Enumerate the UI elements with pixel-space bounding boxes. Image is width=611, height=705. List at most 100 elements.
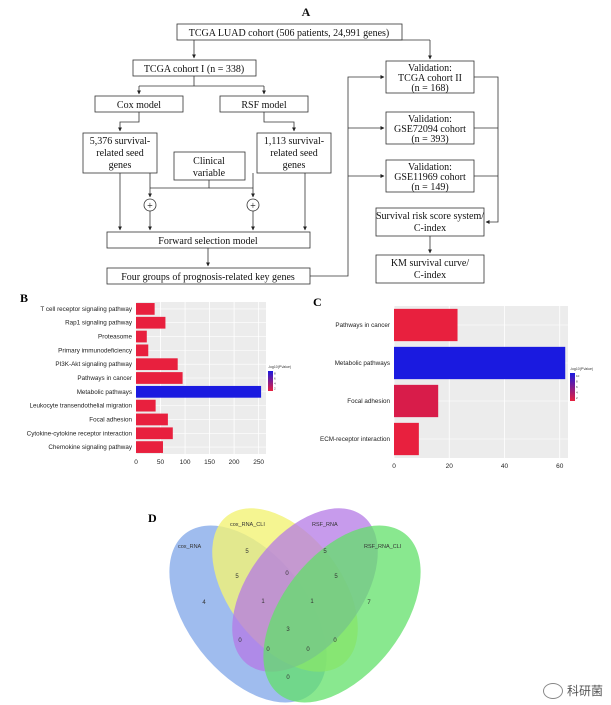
venn-region-value: 0 [306, 647, 310, 653]
legend-tick: 2 [274, 387, 276, 391]
panel-b-bars [136, 303, 262, 453]
panel-b-x-tick: 200 [229, 459, 240, 466]
panel-b-category-label: T cell receptor signaling pathway [40, 306, 132, 313]
panel-a-flowchart: A [82, 5, 499, 285]
text-seed-cox-2: related seed [96, 148, 143, 159]
panel-b-category-label: Primary immunodeficiency [58, 347, 133, 354]
venn-region-value: 1 [261, 599, 265, 605]
panel-c-x-tick: 20 [446, 463, 454, 470]
panel-c-legend-bar [570, 373, 575, 401]
text-plus-right: + [250, 201, 256, 212]
panel-c-x-tick: 40 [501, 463, 509, 470]
box-val3 [385, 159, 475, 193]
box-km [375, 254, 485, 284]
panel-b-bar [136, 316, 166, 329]
text-seed-cox-1: 5,376 survival- [90, 136, 151, 147]
text-plus-left: + [147, 201, 153, 212]
venn-region-value: 0 [333, 638, 337, 644]
panel-c-category-label: Pathways in cancer [335, 322, 390, 329]
panel-b-x-tick: 150 [204, 459, 215, 466]
panel-c-category-label: ECM-receptor interaction [320, 436, 390, 443]
venn-label-cox-rna: cox_RNA [178, 544, 202, 550]
legend-tick: 8 [576, 379, 578, 383]
venn-region-value: 7 [367, 600, 371, 606]
text-four-groups: Four groups of prognosis-related key gen… [121, 272, 295, 283]
panel-b-legend-bar [268, 371, 273, 391]
panel-a-label: A [302, 5, 311, 19]
panel-b-bar [136, 330, 147, 343]
panel-b-category-label: Rap1 signaling pathway [65, 320, 133, 327]
watermark-text: 科研菌 [566, 684, 603, 698]
venn-region-value: 0 [286, 675, 290, 681]
panel-c-bar [394, 422, 419, 456]
text-val2-1: Validation: [408, 114, 452, 125]
panel-b-bar [136, 372, 183, 384]
panel-b-category-label: Cytokine-cytokine receptor interaction [27, 430, 133, 437]
venn-region-value: 4 [202, 600, 206, 606]
box-seed-rsf [256, 132, 332, 174]
panel-b-category-label: Chemokine signaling pathway [48, 444, 133, 451]
venn-region-value: 0 [285, 571, 289, 577]
panel-b-category-label: Metabolic pathways [77, 389, 132, 396]
text-val1-2: TCGA cohort II [398, 73, 462, 84]
text-seed-rsf-1: 1,113 survival- [264, 136, 324, 147]
venn-region-value: 3 [286, 627, 290, 633]
box-val1 [385, 60, 475, 94]
panel-b-bar [136, 413, 168, 426]
panel-b-chart: B T cell receptor signaling pathwayRap1 … [20, 291, 291, 466]
panel-b-x-tick: 250 [253, 459, 264, 466]
panel-c-category-label: Focal adhesion [347, 398, 390, 405]
panel-c-x-tick: 0 [392, 463, 396, 470]
panel-b-label: B [20, 291, 28, 305]
panel-b-bar [136, 441, 163, 453]
panel-c-category-label: Metabolic pathways [335, 360, 390, 367]
watermark: 科研菌 [542, 682, 603, 699]
venn-region-value: 5 [334, 574, 338, 580]
box-cohort1 [132, 59, 257, 77]
venn-region-value: 0 [238, 638, 242, 644]
panel-b-bar [136, 358, 178, 371]
text-top: TCGA LUAD cohort (506 patients, 24,991 g… [189, 28, 390, 39]
panel-b-x-tick: 0 [134, 459, 138, 466]
text-clinical-1: Clinical [193, 156, 225, 167]
venn-region-value: 5 [235, 574, 239, 580]
venn-label-rsf-rna: RSF_RNA [312, 522, 338, 528]
panel-b-x-tick: 100 [180, 459, 191, 466]
text-val1-1: Validation: [408, 63, 452, 74]
panel-b-bar [136, 385, 262, 398]
wechat-icon [542, 682, 563, 699]
legend-tick: 8 [274, 372, 276, 376]
venn-label-cox-rna-cli: cox_RNA_CLI [230, 522, 265, 528]
box-forward [106, 231, 311, 249]
venn-region-value: 0 [266, 647, 270, 653]
legend-tick: 2 [576, 396, 578, 400]
box-seed-cox [82, 132, 158, 174]
legend-tick: 6 [576, 385, 578, 389]
box-clinical [173, 151, 246, 181]
panel-c-x-tick: 60 [556, 463, 564, 470]
legend-tick: 4 [576, 391, 578, 395]
panel-b-bar [136, 303, 155, 315]
panel-d-label: D [148, 511, 157, 525]
panel-d-venn: D cox_RNA cox_RNA_CLI RSF_RNA RSF_RNA_CL… [148, 508, 421, 703]
venn-label-rsf-rna-cli: RSF_RNA_CLI [364, 544, 402, 550]
panel-c-bar [394, 384, 439, 418]
panel-c-bars [394, 308, 566, 456]
panel-b-bar [136, 344, 149, 357]
venn-region-value: 5 [245, 549, 249, 555]
text-val2-3: (n = 393) [411, 134, 448, 145]
text-val1-3: (n = 168) [411, 83, 448, 94]
text-risk-1: Survival risk score system/ [376, 211, 484, 222]
venn-region-value: 1 [310, 599, 314, 605]
panel-b-legend-title: -log10(PValue) [268, 365, 291, 369]
panel-b-bar [136, 427, 173, 440]
box-risk [375, 207, 485, 237]
text-clinical-2: variable [193, 168, 226, 179]
